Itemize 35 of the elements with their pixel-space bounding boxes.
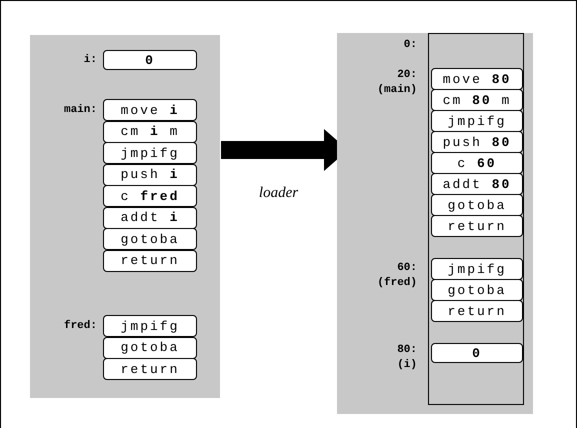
address-label: 20: (main) xyxy=(376,68,417,98)
memory-cell: addt 80 xyxy=(431,173,523,195)
address-label: fred: xyxy=(62,319,97,334)
memory-cell: jmpifg xyxy=(103,315,197,337)
memory-cell: gotoba xyxy=(103,336,197,358)
memory-cell: jmpifg xyxy=(103,142,197,164)
memory-cell: cm i m xyxy=(103,120,197,142)
memory-cell: jmpifg xyxy=(431,258,523,280)
memory-cell: 0 xyxy=(103,50,197,70)
memory-cell: push 80 xyxy=(431,131,523,153)
memory-cell: jmpifg xyxy=(431,110,523,132)
edge-label: loader xyxy=(258,185,300,202)
memory-cell: push i xyxy=(103,164,197,186)
panel-background xyxy=(337,33,533,414)
memory-cell: move 80 xyxy=(431,68,523,90)
address-label: i: xyxy=(82,53,97,68)
memory-cell: move i xyxy=(103,99,197,121)
memory-cell: return xyxy=(431,300,523,322)
memory-cell: return xyxy=(431,215,523,237)
address-label: 60: (fred) xyxy=(376,261,417,291)
memory-cell: gotoba xyxy=(103,228,197,250)
memory-cell: 0 xyxy=(431,343,523,363)
memory-cell: return xyxy=(103,250,197,272)
memory-cell: cm 80 m xyxy=(431,89,523,111)
memory-cell: c 60 xyxy=(431,152,523,174)
memory-cell: gotoba xyxy=(431,279,523,301)
address-label: 0: xyxy=(402,38,417,53)
address-label: main: xyxy=(62,103,97,118)
memory-cell: gotoba xyxy=(431,194,523,216)
panel-background xyxy=(30,35,220,398)
memory-cell: addt i xyxy=(103,206,197,228)
address-label: 80: (i) xyxy=(396,343,417,373)
memory-cell: return xyxy=(103,358,197,380)
memory-column xyxy=(428,33,524,405)
memory-cell: c fred xyxy=(103,185,197,207)
